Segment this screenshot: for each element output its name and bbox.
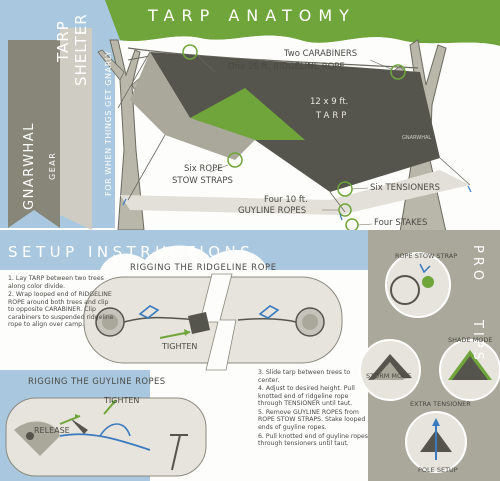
tip-rope-stow: ROPE STOW STRAP [395,252,458,260]
ridgeline-heading: RIGGING THE RIDGELINE ROPE [130,263,277,273]
label-ridgeline: One 26 ft. RIDGELINE ROPE [228,62,345,72]
step-4: 4. Adjust to desired height. Pull knotte… [258,385,355,408]
label-tarp-word: TARP [316,111,350,121]
label-carabiners: Two CARABINERS [284,49,358,59]
step-2: 2. Wrap looped end of RIDGELINE ROPE aro… [8,291,114,329]
label-stow-straps-2: STOW STRAPS [172,176,233,186]
tip-extra-tensioner: EXTRA TENSIONER [410,400,471,408]
title-tarp: TARP [54,20,72,62]
steps-left: 1. Lay TARP between two trees along colo… [8,275,116,330]
step-5: 5. Remove GUYLINE ROPES from ROPE STOW S… [258,408,366,431]
tarp-shape [150,52,440,192]
label-stow-straps-1: Six ROPE [184,164,223,174]
step-6: 6. Pull knotted end of guyline ropes thr… [258,432,369,448]
pro-tips-title-1: PRO [470,245,485,285]
release-label: RELEASE [34,426,70,435]
title-shelter: SHELTER [72,13,90,86]
step-1: 1. Lay TARP between two trees along colo… [8,275,104,290]
label-tarp-size: 12 x 9 ft. [310,97,349,107]
anatomy-title: TARP ANATOMY [148,6,356,25]
label-stakes: Four STAKES [374,218,428,228]
tip-shade-mode: SHADE MODE [448,336,493,344]
tighten-label-2: TIGHTEN [104,396,140,405]
steps-right: 3. Slide tarp between trees to center. 4… [258,369,370,449]
setup-illustration [0,230,500,481]
anatomy-illustration [0,0,500,233]
pro-tips-title-2: TIPS [470,320,485,364]
tarp-logo: GNARWHAL [402,135,432,141]
tip-pole-setup: POLE SETUP [418,466,458,474]
logo-name: GNARWHAL [22,122,37,210]
logo-sub: GEAR [48,151,57,180]
guyline-heading: RIGGING THE GUYLINE ROPES [28,377,166,387]
label-guyline-2: GUYLINE ROPES [238,206,307,216]
step-3: 3. Slide tarp between trees to center. [258,369,351,384]
label-tensioners: Six TENSIONERS [370,183,441,193]
tighten-label: TIGHTEN [162,342,198,351]
label-guyline-1: Four 10 ft. [264,195,308,205]
tip-storm-mode: STORM MODE [366,372,412,380]
brand-tagline: FOR WHEN THINGS GET GNARLY [104,50,113,196]
setup-title: SETUP INSTRUCTIONS [8,243,255,261]
